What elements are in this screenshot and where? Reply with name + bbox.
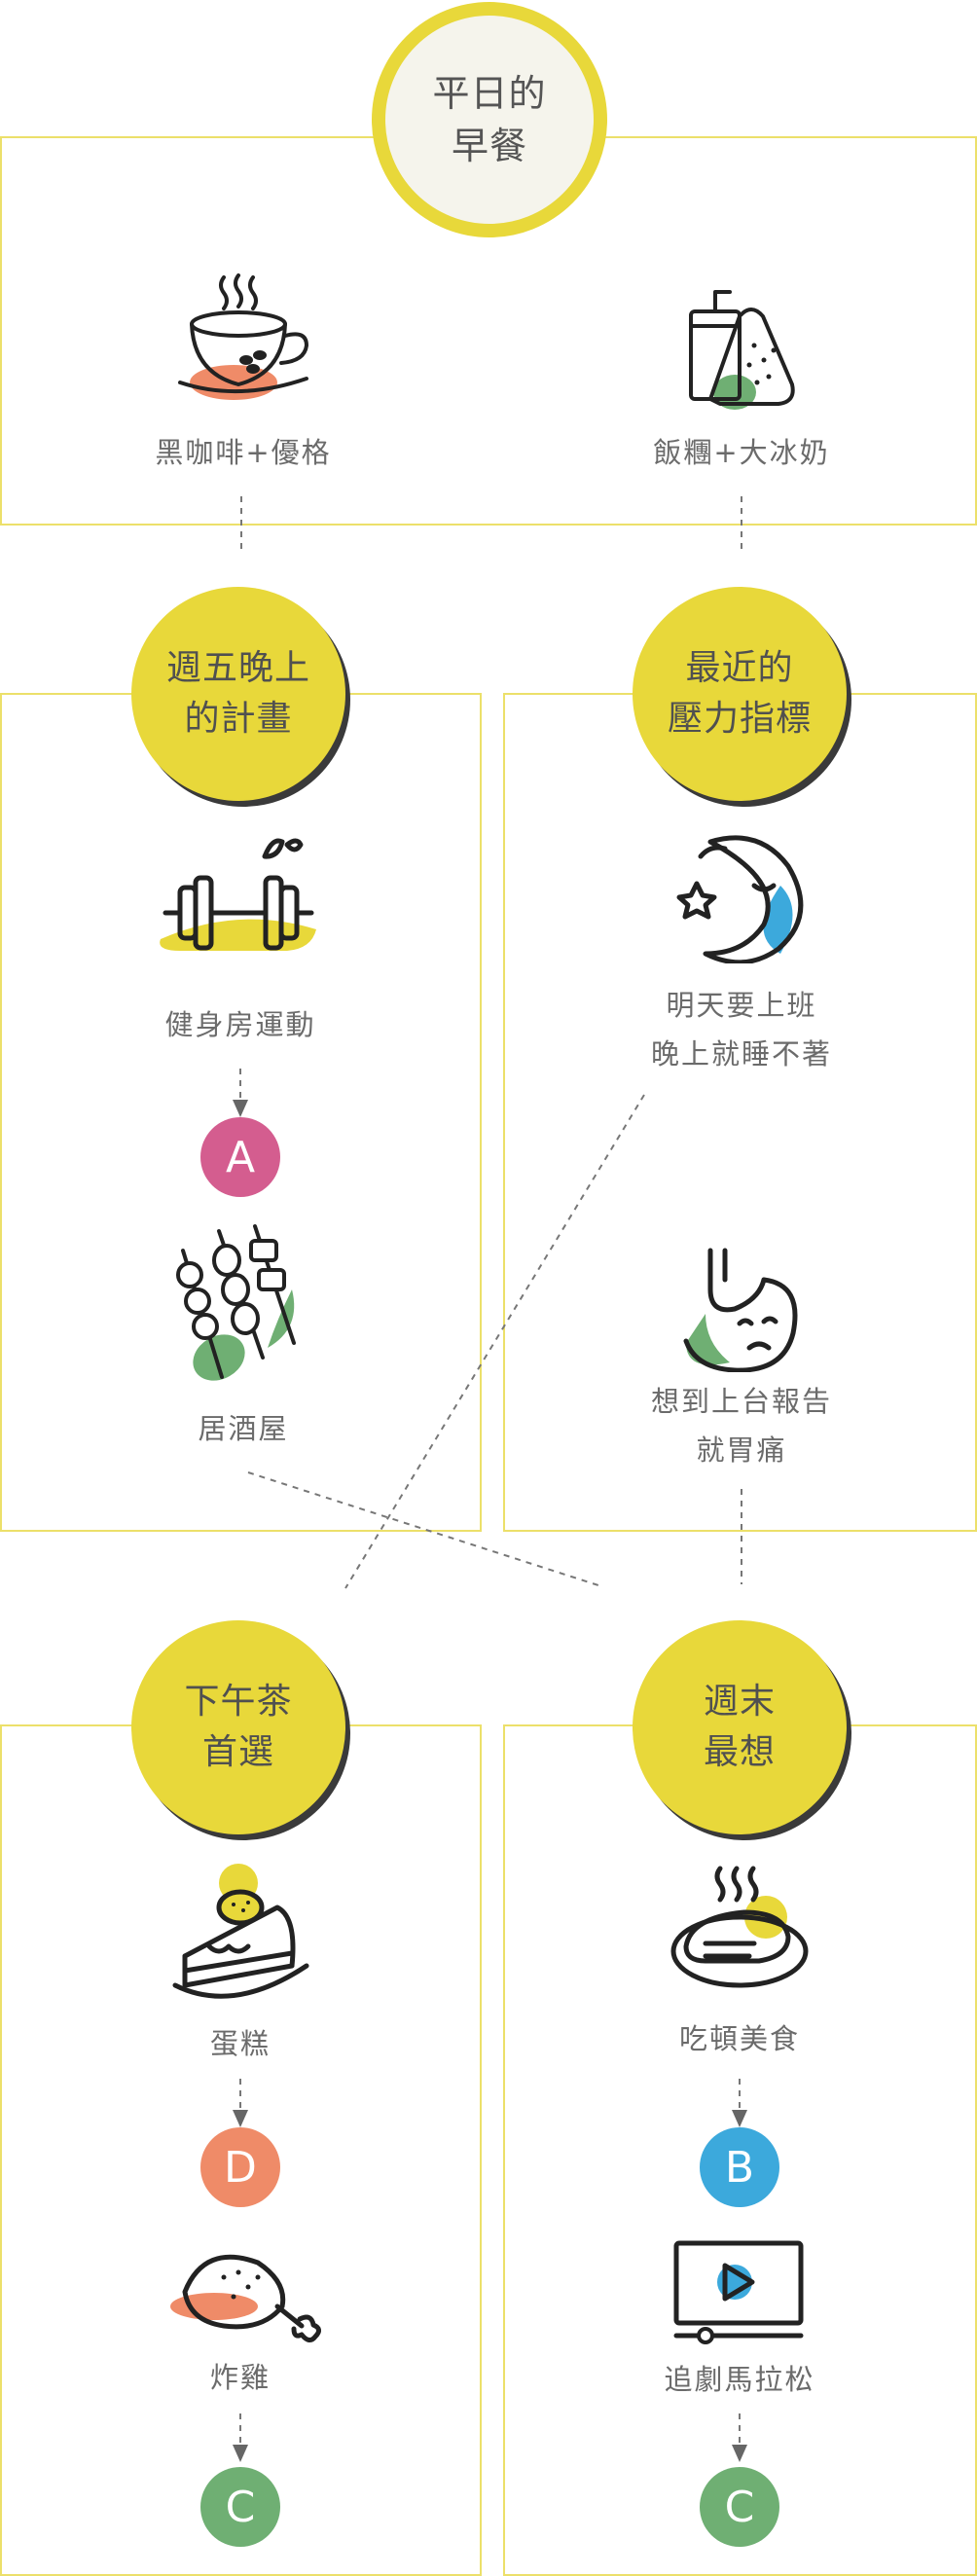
stress-item2-line1: 想到上台報告 bbox=[650, 1385, 832, 1418]
friday-night-badge: 週五晚上 的計畫 bbox=[131, 587, 345, 801]
dumbbell-icon bbox=[160, 838, 316, 951]
badge-title-line1: 最近的 bbox=[685, 648, 794, 688]
badge-title-line2: 最想 bbox=[703, 1732, 776, 1772]
letter-badge-a: A bbox=[200, 1117, 280, 1197]
stress-item1-line2: 晚上就睡不著 bbox=[650, 1037, 832, 1070]
skewers-icon bbox=[176, 1224, 296, 1381]
coffee-cup-icon bbox=[178, 273, 309, 400]
weekday-left-item: 黑咖啡+優格 bbox=[155, 436, 332, 469]
fried-chicken-icon bbox=[170, 2254, 321, 2342]
stress-item1-line1: 明天要上班 bbox=[666, 989, 817, 1022]
afternoon-item2: 炸雞 bbox=[209, 2361, 271, 2394]
letter-badge-c-left: C bbox=[200, 2467, 280, 2547]
weekend-item2: 追劇馬拉松 bbox=[664, 2363, 815, 2396]
weekend-item1: 吃頓美食 bbox=[678, 2022, 800, 2055]
badge-title-line2: 壓力指標 bbox=[667, 699, 812, 739]
letter-badge-d: D bbox=[200, 2127, 280, 2207]
stomach-icon bbox=[683, 1248, 798, 1372]
badge-title-line2: 的計畫 bbox=[184, 699, 293, 739]
video-player-icon bbox=[673, 2240, 804, 2344]
badge-title-line2: 首選 bbox=[201, 1732, 274, 1772]
afternoon-tea-badge: 下午茶 首選 bbox=[131, 1620, 345, 1834]
weekend-badge: 週末 最想 bbox=[633, 1620, 847, 1834]
badge-title-line2: 早餐 bbox=[451, 125, 527, 167]
afternoon-item1: 蛋糕 bbox=[209, 2027, 271, 2060]
weekday-right-item: 飯糰+大冰奶 bbox=[653, 436, 830, 469]
stress-badge: 最近的 壓力指標 bbox=[633, 587, 847, 801]
stress-item2-line2: 就胃痛 bbox=[696, 1433, 787, 1467]
friday-item1: 健身房運動 bbox=[164, 1008, 316, 1041]
badge-title-line1: 週末 bbox=[703, 1682, 776, 1722]
stress-item1: 明天要上班 晚上就睡不著 bbox=[596, 981, 887, 1078]
friday-item2: 居酒屋 bbox=[198, 1412, 289, 1445]
badge-title-line1: 平日的 bbox=[432, 72, 547, 115]
cake-icon bbox=[172, 1864, 309, 1999]
letter-badge-c-right: C bbox=[700, 2467, 779, 2547]
badge-title-line1: 週五晚上 bbox=[165, 648, 310, 688]
weekday-breakfast-badge: 平日的 早餐 bbox=[372, 2, 607, 237]
stress-item2: 想到上台報告 就胃痛 bbox=[596, 1377, 887, 1474]
rice-ball-milk-tea-icon bbox=[689, 290, 795, 410]
letter-badge-b: B bbox=[700, 2127, 779, 2207]
moon-sleep-icon bbox=[676, 835, 804, 963]
steak-icon bbox=[670, 1866, 809, 1988]
badge-title-line1: 下午茶 bbox=[184, 1682, 293, 1722]
